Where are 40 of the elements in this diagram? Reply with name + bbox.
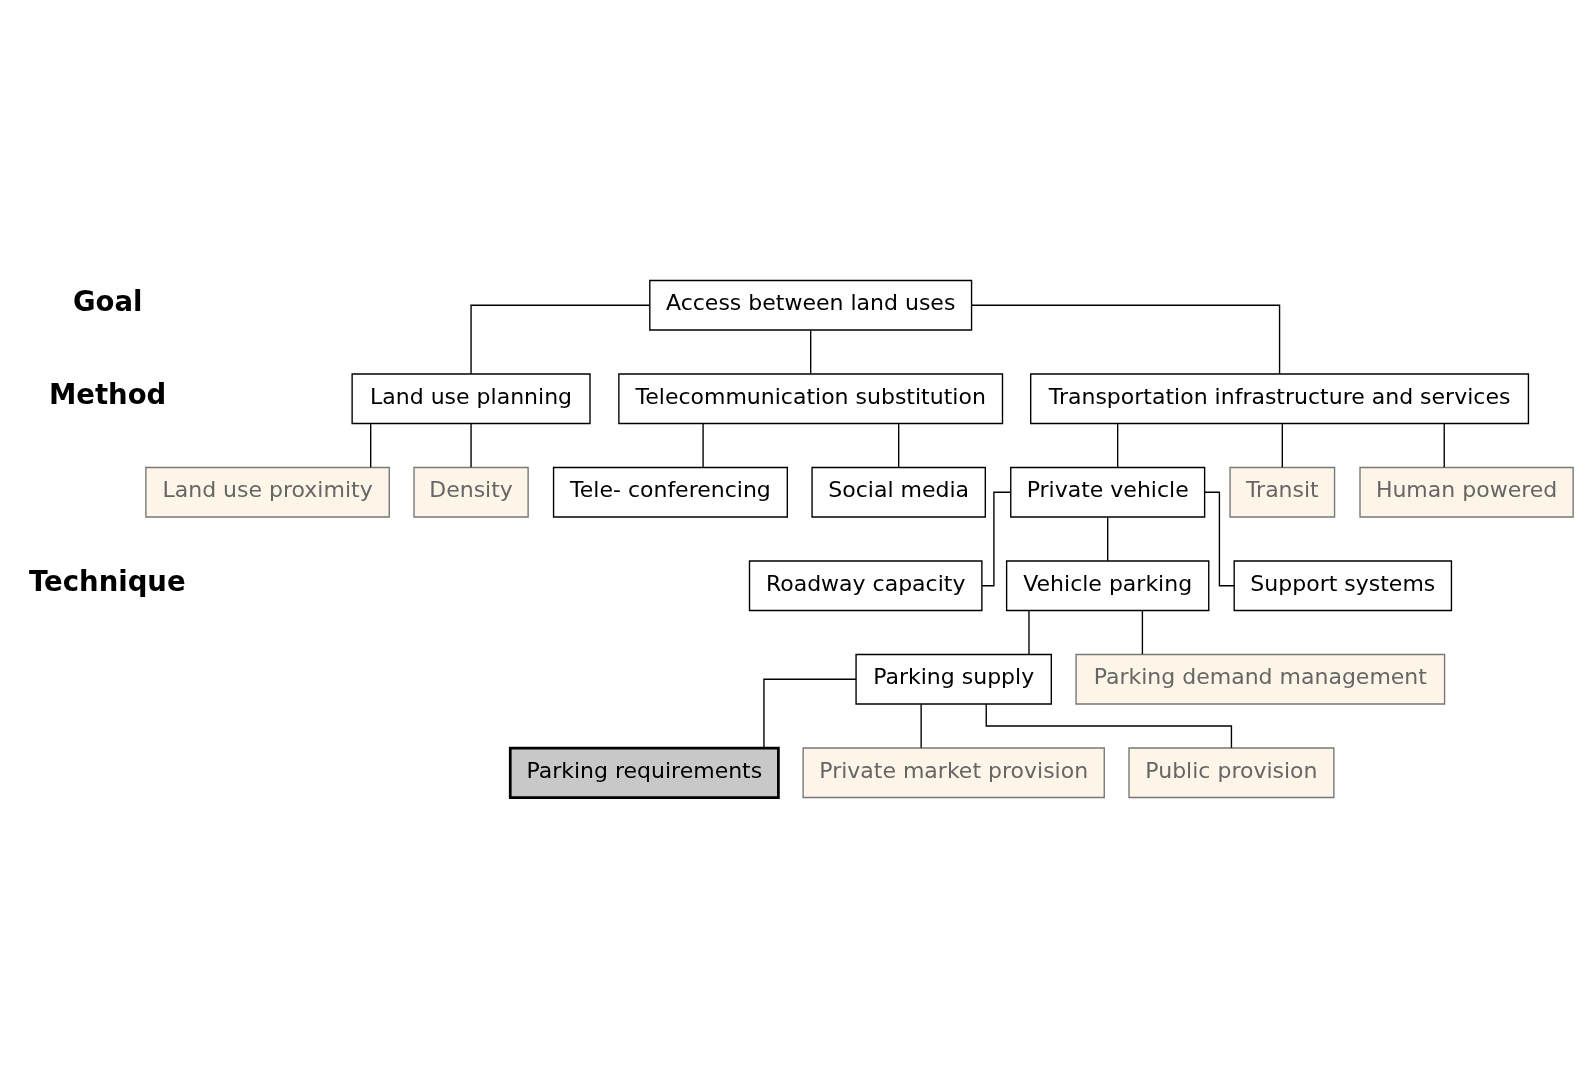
label: Technique (29, 565, 186, 598)
node-box: Telecommunication substitution (618, 373, 1004, 425)
connector (1116, 423, 1119, 468)
node-box: Private market provision (802, 747, 1105, 799)
node-box: Social media (811, 466, 986, 518)
connector (1281, 423, 1283, 468)
connector (702, 423, 704, 468)
node-box: Private vehicle (1010, 466, 1206, 518)
node-box: Tele- conferencing (552, 466, 788, 518)
node-box: Support systems (1233, 560, 1453, 612)
node-box: Access between land uses (649, 279, 973, 331)
connector (1028, 610, 1030, 655)
connector (763, 678, 857, 749)
node-box: Transportation infrastructure and services (1030, 373, 1530, 425)
connector (470, 304, 651, 375)
connector (985, 703, 1233, 749)
node-box: Land use proximity (145, 466, 390, 518)
connector (1107, 516, 1109, 562)
node-box: Parking requirements (508, 746, 780, 799)
node-box: Parking supply (855, 653, 1052, 705)
connector (898, 423, 900, 468)
connector (1443, 423, 1445, 468)
connector (971, 304, 1281, 375)
connector (810, 329, 812, 375)
node-box: Parking demand management (1075, 653, 1446, 705)
connector (920, 703, 922, 749)
label: Method (48, 378, 167, 411)
connector (370, 423, 372, 468)
connector (1141, 610, 1144, 655)
node-box: Vehicle parking (1005, 560, 1210, 612)
node-box: Land use planning (351, 373, 591, 425)
connector (1204, 491, 1235, 587)
node-box: Public provision (1128, 747, 1335, 799)
node-box: Density (413, 466, 529, 518)
connector (470, 423, 472, 468)
node-box: Roadway capacity (748, 560, 983, 612)
node-box: Transit (1229, 466, 1336, 518)
connector (981, 491, 1012, 587)
node-box: Human powered (1359, 466, 1574, 518)
label: Goal (73, 284, 143, 317)
